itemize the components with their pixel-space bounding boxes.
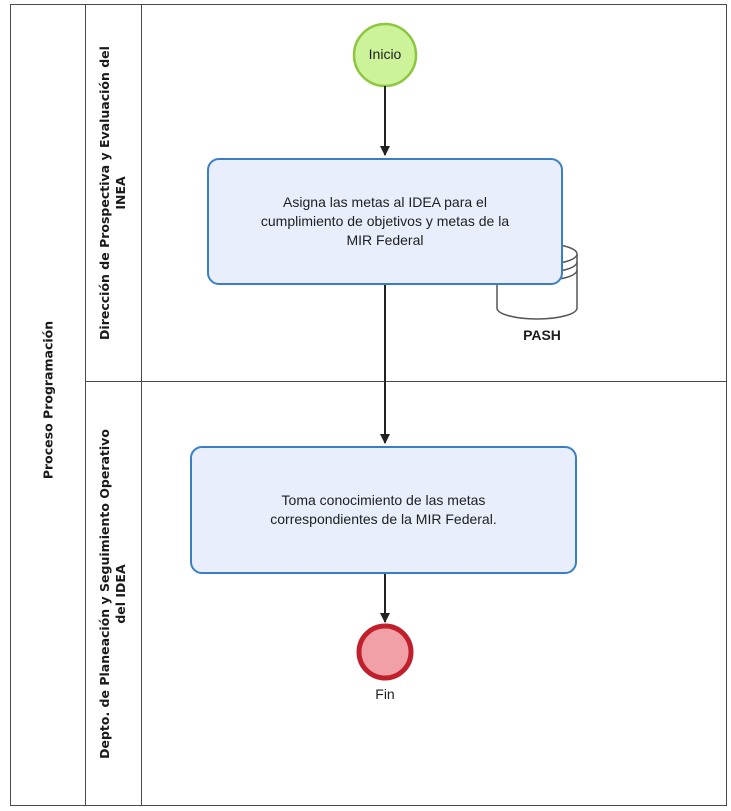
lane-header-divider [141, 4, 142, 806]
start-event-label: Inicio [368, 46, 402, 62]
pool-header-divider [85, 4, 86, 806]
task-asigna-metas[interactable]: Asigna las metas al IDEA para el cumplim… [207, 158, 563, 285]
task-label: Asigna las metas al IDEA para el cumplim… [260, 194, 510, 248]
end-event-label: Fin [375, 686, 395, 702]
task-label: Toma conocimiento de las metas correspon… [270, 492, 497, 527]
task-toma-conocimiento[interactable]: Toma conocimiento de las metas correspon… [190, 446, 577, 574]
lane-divider [85, 381, 727, 382]
pool-border [10, 4, 727, 806]
end-event-circle[interactable] [356, 623, 414, 681]
data-store-label: PASH [523, 327, 561, 343]
